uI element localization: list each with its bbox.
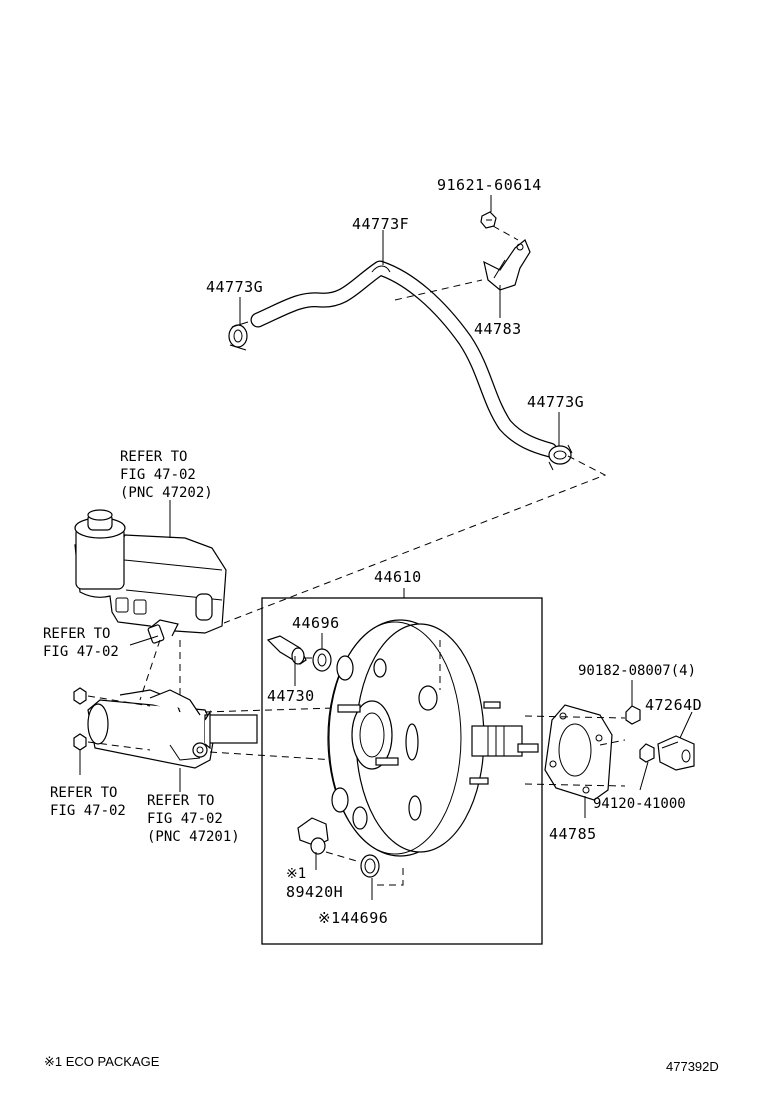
label-refer-left-upper-2: FIG 47-02	[43, 644, 119, 660]
label-47264D: 47264D	[645, 696, 702, 714]
label-44773F: 44773F	[352, 215, 409, 233]
sensor-89420H	[297, 817, 329, 855]
clevis-47264D	[657, 735, 695, 771]
nut-90182	[625, 705, 641, 725]
check-valve-44730	[266, 635, 307, 665]
label-44610: 44610	[374, 568, 422, 586]
label-refer-master-3: (PNC 47201)	[147, 829, 240, 845]
booster-frame-box	[261, 597, 543, 945]
label-90182-08007: 90182-08007(4)	[578, 663, 696, 679]
label-44773G-top: 44773G	[206, 278, 263, 296]
label-refer-master-2: FIG 47-02	[147, 811, 223, 827]
nut-94120	[639, 743, 655, 763]
nut-left-upper	[73, 687, 87, 705]
label-refer-reservoir-2: FIG 47-02	[120, 467, 196, 483]
label-44785: 44785	[549, 825, 597, 843]
label-89420H: 89420H	[286, 883, 343, 901]
label-44730: 44730	[267, 687, 315, 705]
vacuum-hose-44773F	[250, 260, 558, 458]
label-44696-lower: ※144696	[318, 909, 388, 927]
grommet-44696-upper	[312, 648, 332, 672]
grommet-44696-lower	[360, 854, 380, 878]
label-refer-left-lower-1: REFER TO	[50, 785, 117, 801]
label-94120-41000: 94120-41000	[593, 796, 686, 812]
gasket-44785	[544, 704, 613, 801]
brake-booster-44610	[327, 619, 539, 857]
label-refer-reservoir-1: REFER TO	[120, 449, 187, 465]
hose-bracket-44783	[483, 239, 531, 291]
label-44773G-right: 44773G	[527, 393, 584, 411]
label-refer-reservoir-3: (PNC 47202)	[120, 485, 213, 501]
label-refer-left-lower-2: FIG 47-02	[50, 803, 126, 819]
label-91621-60614: 91621-60614	[437, 176, 542, 194]
label-refer-left-upper-1: REFER TO	[43, 626, 110, 642]
nut-left-lower	[73, 733, 87, 751]
footer-diagram-id: 477392D	[666, 1059, 719, 1074]
hose-clamp-right	[548, 444, 573, 471]
bolt-91621	[480, 211, 497, 229]
label-44696-upper: 44696	[292, 614, 340, 632]
master-cylinder	[87, 689, 258, 769]
hose-clamp-left	[228, 321, 249, 351]
brake-fluid-reservoir	[74, 509, 227, 644]
label-44783: 44783	[474, 320, 522, 338]
label-eco-mark: ※1	[286, 866, 306, 882]
label-refer-master-1: REFER TO	[147, 793, 214, 809]
footer-eco-package-note: ※1 ECO PACKAGE	[44, 1054, 160, 1069]
